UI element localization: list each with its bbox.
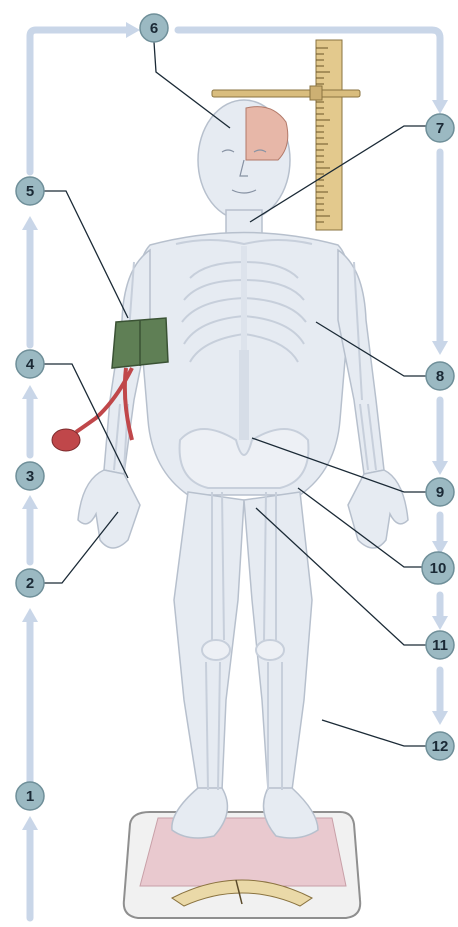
label-2: 2 xyxy=(16,569,44,597)
label-9: 9 xyxy=(426,478,454,506)
label-1: 1 xyxy=(16,782,44,810)
label-1-text: 1 xyxy=(26,788,34,805)
leader-5 xyxy=(42,191,128,318)
label-7-text: 7 xyxy=(436,120,444,137)
left-foot xyxy=(264,788,319,838)
label-11-text: 11 xyxy=(432,637,448,654)
label-4: 4 xyxy=(16,350,44,378)
label-4-text: 4 xyxy=(26,356,35,373)
label-11: 11 xyxy=(426,631,454,659)
label-3-text: 3 xyxy=(26,468,34,485)
right-hand xyxy=(78,470,140,548)
label-12-text: 12 xyxy=(432,738,449,755)
label-8-text: 8 xyxy=(436,368,444,385)
label-12: 12 xyxy=(426,732,454,760)
label-3: 3 xyxy=(16,462,44,490)
right-foot xyxy=(172,788,228,838)
label-5: 5 xyxy=(16,177,44,205)
label-6-text: 6 xyxy=(150,20,158,37)
label-2-text: 2 xyxy=(26,575,34,592)
label-5-text: 5 xyxy=(26,183,34,200)
leader-12 xyxy=(322,720,428,746)
label-10-text: 10 xyxy=(430,560,447,577)
label-9-text: 9 xyxy=(436,484,444,501)
label-6: 6 xyxy=(140,14,168,42)
weighing-scale-icon xyxy=(124,812,360,918)
brain-icon xyxy=(246,107,288,160)
label-10: 10 xyxy=(422,552,454,584)
label-8: 8 xyxy=(426,362,454,390)
left-hand xyxy=(348,470,408,548)
flow-arrow-6 xyxy=(30,30,130,172)
label-7: 7 xyxy=(426,114,454,142)
